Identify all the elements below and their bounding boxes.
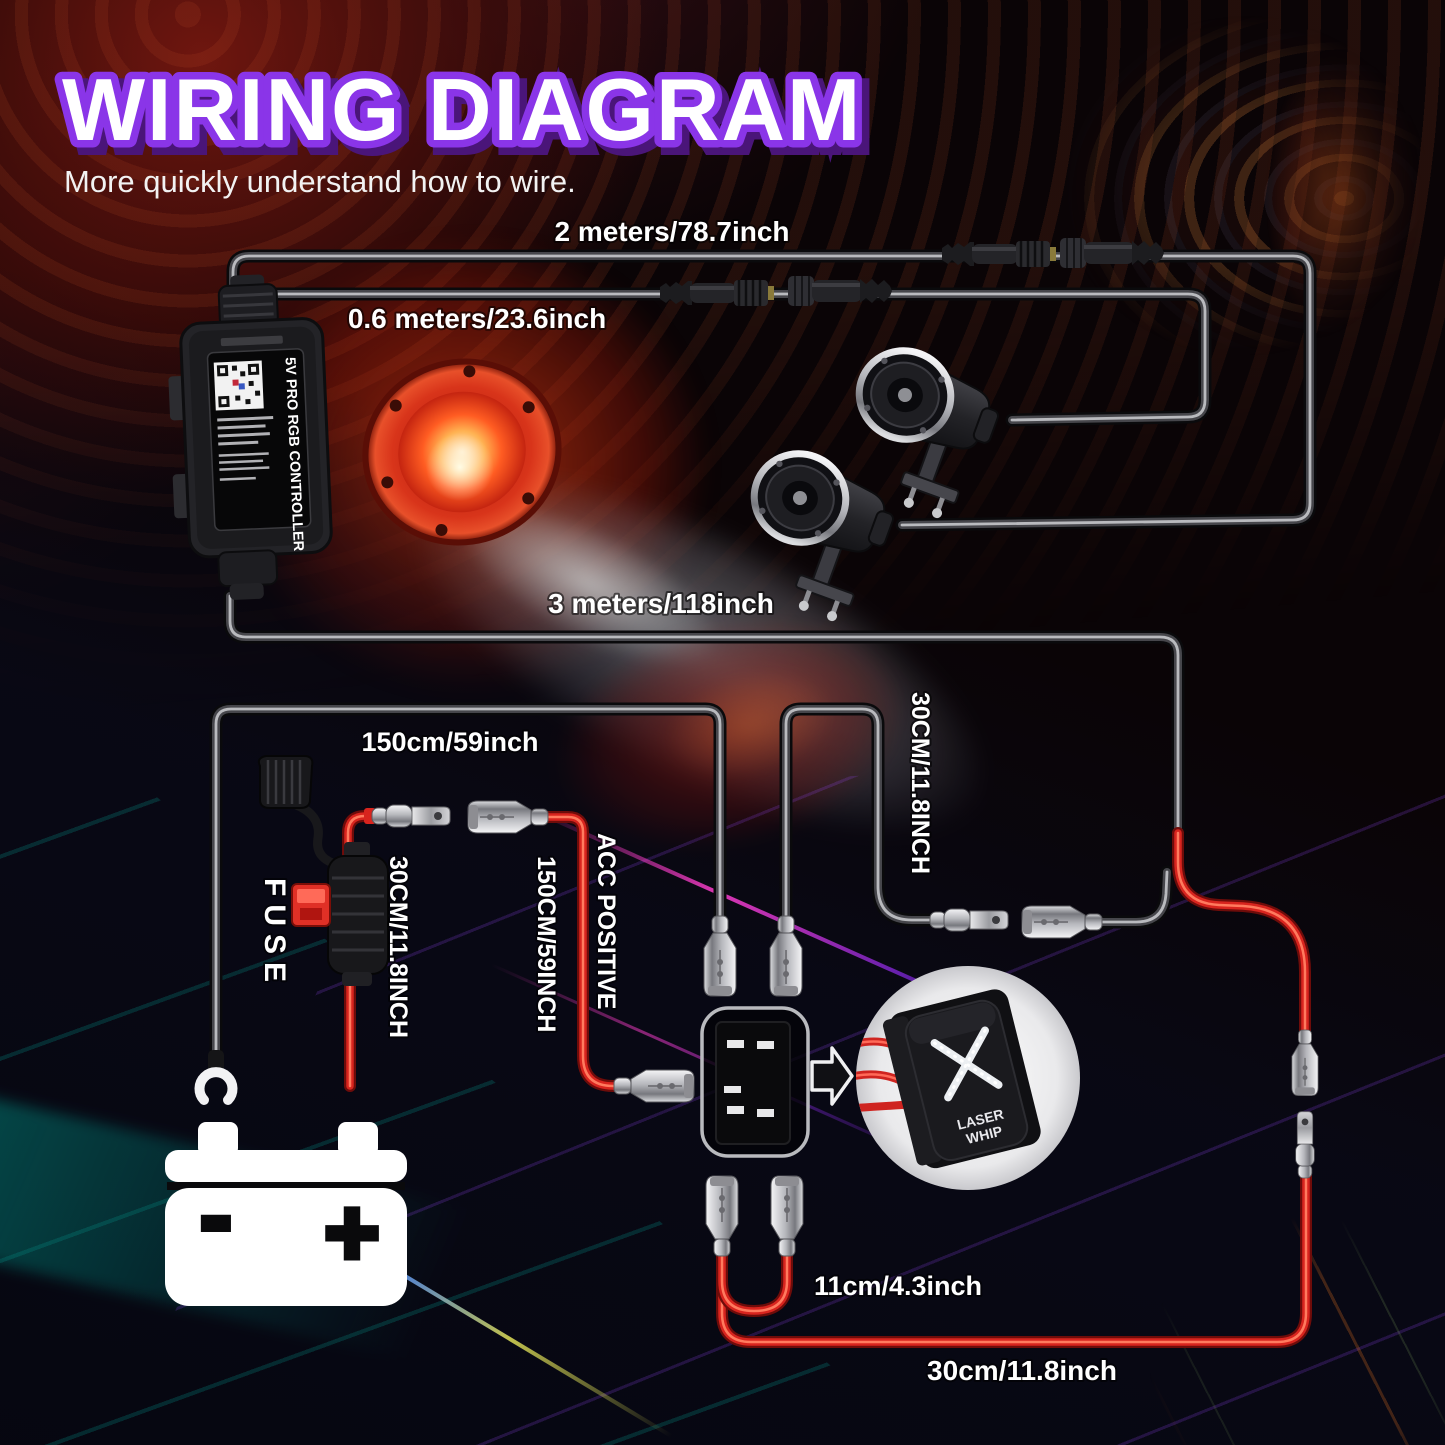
fuse-cap-strap [283, 797, 349, 871]
label-jumper-length: 11cm/4.3inch [814, 1271, 982, 1301]
switch-photo-inset: LASER WHIP [856, 966, 1080, 1190]
battery-negative-symbol: - [200, 1163, 232, 1269]
controller-qr-code [213, 360, 264, 411]
fuse [291, 883, 331, 927]
spade-connector-output-male [929, 908, 1009, 932]
spade-connector-fuse-male [364, 804, 451, 828]
ring-terminal [194, 1050, 238, 1105]
fuse-cap [257, 755, 314, 809]
label-top-wire-length: 2 meters/78.7inch [554, 216, 789, 247]
wire-jumper-11cm-red [722, 1256, 787, 1311]
fuse-holder [327, 842, 389, 986]
label-ground-wire-length: 150cm/59inch [361, 727, 538, 757]
bullet-connector-pair-2m [940, 237, 1165, 269]
spade-connector-acc-positive [613, 1069, 695, 1103]
spade-connector-switch-top-right [769, 915, 803, 997]
spade-connector-switch-top-left [703, 915, 737, 997]
page-title-shadow: WIRING DIAGRAM [69, 67, 869, 166]
switch-pin-slots [724, 1040, 774, 1117]
rocker-switch-schematic [700, 1006, 810, 1158]
spade-connector-output-female [1021, 905, 1103, 939]
wire-controller-3m-red-end [1178, 833, 1305, 1032]
wire-accessory-join [1100, 872, 1167, 922]
label-second-wire-length: 0.6 meters/23.6inch [348, 303, 606, 334]
label-switch-output-length: 30CM/11.8INCH [906, 692, 934, 874]
spade-connector-fuse-female [467, 800, 549, 834]
rock-light [362, 358, 562, 546]
spade-connector-right-male [1295, 1111, 1315, 1179]
inset-rocker-switch: LASER WHIP [882, 989, 1041, 1169]
battery: - + [165, 1122, 407, 1306]
label-fuse: FUSE [258, 878, 291, 990]
page-title: WIRING DIAGRAM [62, 60, 862, 159]
rgb-controller: 5V PRO RGB CONTROLLER [168, 274, 333, 600]
label-acc-wire-length: 150CM/59INCH [532, 856, 560, 1032]
battery-positive-symbol: + [324, 1180, 379, 1286]
page-subtitle: More quickly understand how to wire. [64, 164, 576, 199]
spade-connector-right-female [1291, 1029, 1319, 1097]
wire-power-return-30cm-red [722, 1172, 1306, 1342]
rock-light-bolts [381, 365, 535, 536]
label-battery-to-fuse-length: 30CM/11.8INCH [384, 856, 412, 1038]
spade-connector-switch-bottom-right [770, 1175, 804, 1257]
controller-spec-text-lines [217, 416, 274, 481]
label-acc-positive: ACC POSITIVE [592, 833, 620, 1009]
label-power-return-length: 30cm/11.8inch [927, 1355, 1117, 1386]
label-controller-wire-length: 3 meters/118inch [548, 588, 774, 619]
spade-connector-switch-bottom-left [705, 1175, 739, 1257]
arrow-right-icon [810, 1046, 854, 1106]
